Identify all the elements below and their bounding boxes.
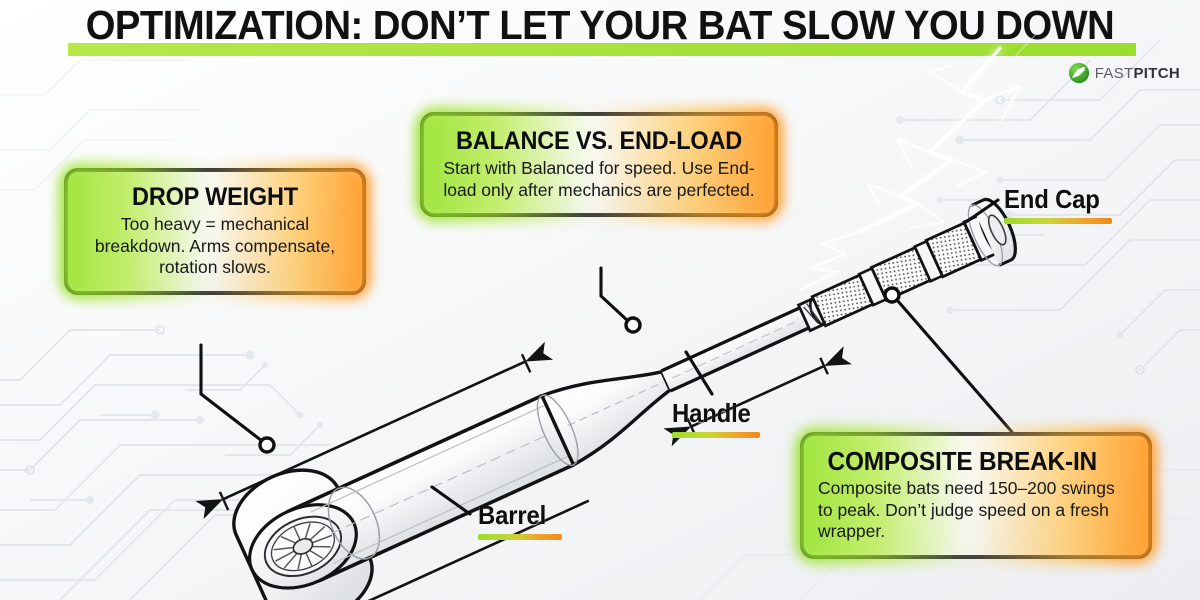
callout-drop-weight[interactable]: DROP WEIGHT Too heavy = mechanical break… bbox=[64, 168, 366, 295]
part-label-barrel-rule bbox=[478, 534, 562, 540]
part-label-handle-rule bbox=[672, 432, 760, 438]
brand-logo[interactable]: FASTPITCH bbox=[1068, 62, 1180, 84]
page-title-wrap: OPTIMIZATION: DON’T LET YOUR BAT SLOW YO… bbox=[0, 2, 1200, 56]
title-underline bbox=[68, 43, 1136, 56]
part-label-barrel-text: Barrel bbox=[478, 500, 547, 530]
logo-fast: FAST bbox=[1094, 64, 1134, 82]
callout-balance-body: Start with Balanced for speed. Use End-l… bbox=[443, 158, 755, 200]
part-label-end-cap-rule bbox=[1004, 218, 1112, 224]
part-label-handle: Handle bbox=[672, 398, 760, 438]
callout-composite-body: Composite bats need 150–200 swings to pe… bbox=[818, 478, 1115, 541]
brand-logo-text: FASTPITCH bbox=[1095, 65, 1180, 82]
part-label-handle-text: Handle bbox=[672, 398, 751, 428]
callout-balance-heading: BALANCE VS. END-LOAD bbox=[455, 127, 743, 155]
page-title: OPTIMIZATION: DON’T LET YOUR BAT SLOW YO… bbox=[85, 2, 1115, 48]
callout-composite-break-in[interactable]: COMPOSITE BREAK-IN Composite bats need 1… bbox=[800, 432, 1152, 559]
logo-pitch: PITCH bbox=[1133, 64, 1180, 82]
callout-composite-heading: COMPOSITE BREAK-IN bbox=[827, 446, 1098, 476]
callout-drop-weight-body: Too heavy = mechanical breakdown. Arms c… bbox=[94, 214, 336, 277]
part-label-end-cap-text: End Cap bbox=[1004, 184, 1100, 214]
leaf-swoosh-icon bbox=[1068, 62, 1089, 84]
part-label-end-cap: End Cap bbox=[1004, 184, 1112, 224]
callout-balance-vs-end-load[interactable]: BALANCE VS. END-LOAD Start with Balanced… bbox=[420, 112, 778, 217]
callout-drop-weight-heading: DROP WEIGHT bbox=[132, 183, 298, 211]
part-label-barrel: Barrel bbox=[478, 500, 562, 540]
